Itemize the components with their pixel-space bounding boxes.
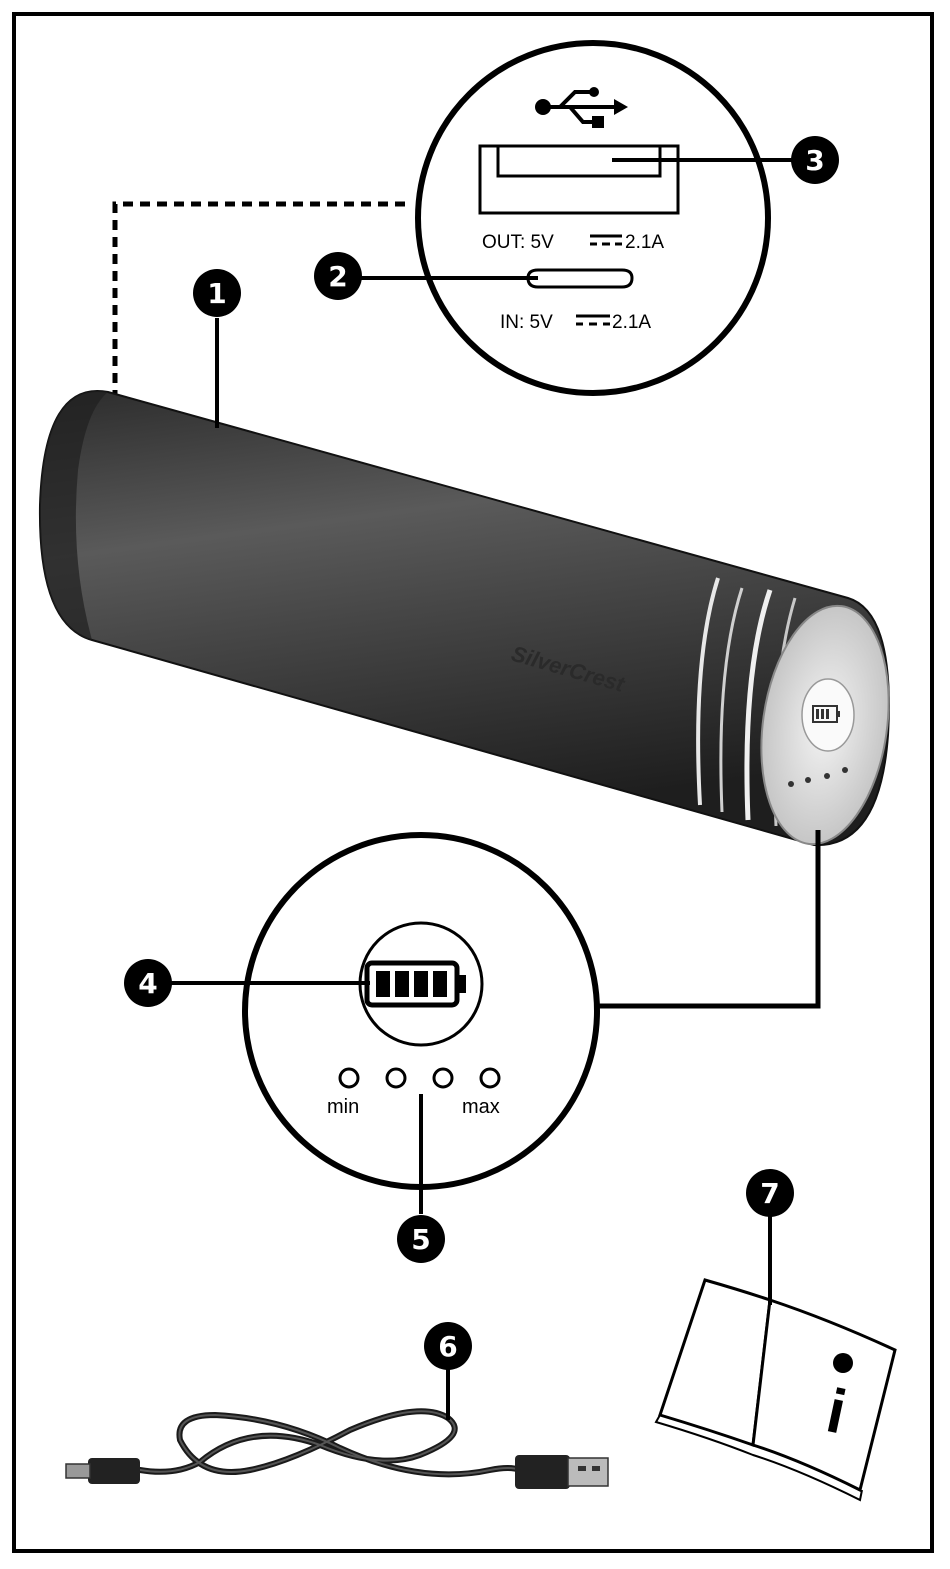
led-2: [387, 1069, 405, 1087]
instruction-manual: i: [656, 1280, 895, 1500]
usb-out-port: [480, 146, 678, 213]
led-1: [340, 1069, 358, 1087]
usb-cable: [66, 1411, 608, 1489]
callout-5: 5: [397, 1215, 445, 1263]
led-3: [434, 1069, 452, 1087]
callout-6: 6: [424, 1322, 472, 1370]
callout-3: 3: [791, 136, 839, 184]
callout-7: 7: [746, 1169, 794, 1217]
battery-icon: [367, 963, 466, 1005]
power-bank-device: SilverCrest: [40, 391, 903, 853]
out-current-label: 2.1A: [625, 232, 664, 253]
svg-text:4: 4: [138, 967, 157, 1000]
port-detail-circle: OUT: 5V 2.1A IN: 5V 2.1A: [418, 43, 768, 393]
min-label: min: [327, 1096, 359, 1118]
callout-4: 4: [124, 959, 172, 1007]
svg-text:2: 2: [328, 260, 347, 293]
micro-usb-in-port: [528, 270, 632, 287]
callout-1: 1: [193, 269, 241, 317]
in-spec-label: IN: 5V: [500, 312, 553, 333]
led-4: [481, 1069, 499, 1087]
svg-text:5: 5: [411, 1223, 430, 1256]
usb-a-plug: [515, 1455, 570, 1489]
out-spec-label: OUT: 5V: [482, 232, 554, 253]
svg-text:3: 3: [805, 144, 824, 177]
micro-usb-plug: [88, 1458, 140, 1484]
dashed-connector: [115, 204, 405, 395]
max-label: max: [462, 1096, 500, 1118]
in-current-label: 2.1A: [612, 312, 651, 333]
svg-text:1: 1: [207, 277, 226, 310]
svg-text:7: 7: [760, 1177, 779, 1210]
callout-2: 2: [314, 252, 362, 300]
indicator-connector: [597, 830, 818, 1006]
svg-text:6: 6: [438, 1330, 457, 1363]
